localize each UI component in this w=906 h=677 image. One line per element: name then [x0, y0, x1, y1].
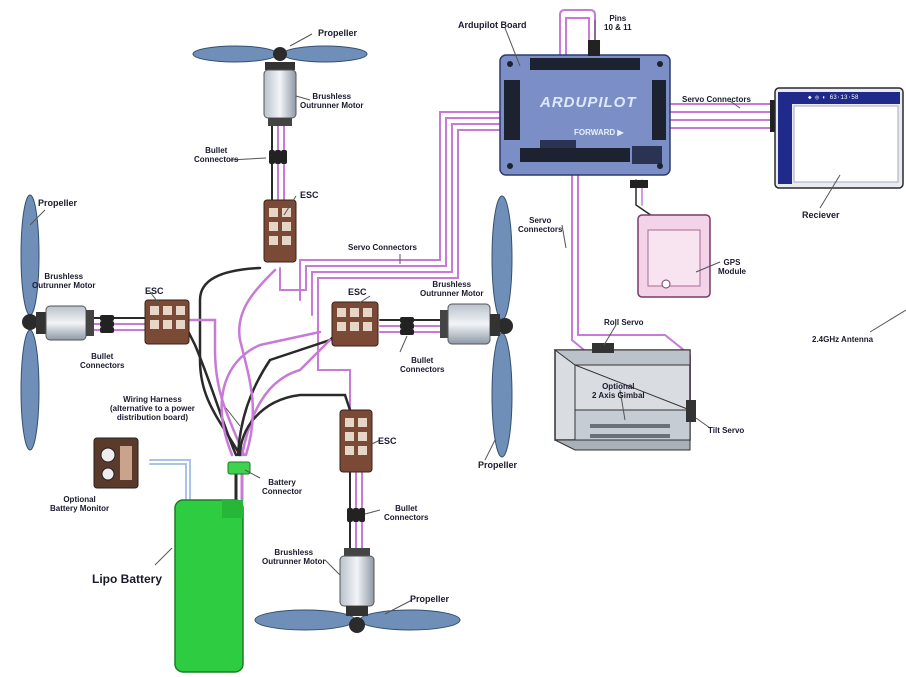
label-battery-monitor: Optional Battery Monitor: [50, 495, 110, 513]
label-bullet-bottom: Bullet Connectors: [384, 504, 429, 522]
tilt-servo: [686, 400, 696, 422]
label-propeller-top: Propeller: [318, 28, 358, 38]
label-pins: Pins 10 & 11: [604, 14, 632, 32]
battery-connector: [227, 461, 251, 475]
receiver: [774, 87, 904, 189]
roll-servo: [592, 343, 614, 353]
esc-bottom: [339, 409, 373, 473]
label-bullet-left: Bullet Connectors: [80, 352, 125, 370]
motor-left: [36, 305, 94, 341]
label-motor-left: Brushless Outrunner Motor: [32, 272, 96, 290]
label-bullet-right: Bullet Connectors: [400, 356, 445, 374]
label-ardupilot-board: Ardupilot Board: [458, 20, 527, 30]
label-propeller-bottom: Propeller: [410, 594, 450, 604]
gimbal: [553, 349, 691, 451]
esc-top: [263, 199, 297, 263]
bullet-connectors-top: [269, 150, 287, 164]
label-motor-right: Brushless Outrunner Motor: [420, 280, 484, 298]
ardupilot-board: [499, 54, 671, 176]
label-receiver: Reciever: [802, 210, 840, 220]
label-motor-bottom: Brushless Outrunner Motor: [262, 548, 326, 566]
label-esc-left: ESC: [145, 286, 164, 296]
label-tilt-servo: Tilt Servo: [708, 426, 745, 435]
label-roll-servo: Roll Servo: [604, 318, 644, 327]
label-antenna: 2.4GHz Antenna: [812, 335, 874, 344]
label-propeller-right: Propeller: [478, 460, 518, 470]
wires: [87, 9, 776, 551]
label-bullet-top: Bullet Connectors: [194, 146, 239, 164]
motor-top: [263, 62, 297, 126]
propeller-right: [491, 195, 513, 458]
motor-bottom: [339, 548, 375, 616]
label-gimbal: Optional 2 Axis Gimbal: [592, 382, 645, 400]
label-battery-connector: Battery Connector: [262, 478, 302, 496]
esc-left: [144, 299, 190, 345]
label-esc-top: ESC: [300, 190, 319, 200]
label-servo-connectors-mid: Servo Connectors: [348, 243, 417, 252]
propeller-bottom: [254, 609, 461, 633]
label-wiring-harness: Wiring Harness (alternative to a power d…: [110, 395, 195, 422]
pins-connector: [588, 40, 600, 56]
bullet-connectors-right: [400, 317, 414, 335]
label-esc-bottom: ESC: [378, 436, 397, 446]
board-forward-label: FORWARD ▶: [574, 128, 624, 137]
label-propeller-left: Propeller: [38, 198, 78, 208]
label-esc-right: ESC: [348, 287, 367, 297]
receiver-status-text: ◆ ◎ ◐ 63·13·58: [808, 94, 859, 101]
board-logo: ARDUPILOT: [540, 94, 637, 111]
label-servo-connectors-rx: Servo Connectors: [682, 95, 751, 104]
label-motor-top: Brushless Outrunner Motor: [300, 92, 364, 110]
lipo-battery: [174, 499, 244, 673]
motor-right: [440, 303, 500, 345]
battery-monitor: [93, 437, 139, 489]
leader-lines: [29, 20, 906, 615]
label-gps-module: GPS Module: [718, 258, 746, 276]
propeller-left: [20, 194, 40, 451]
gps-module: [637, 214, 711, 298]
propeller-top: [192, 45, 368, 63]
gps-connector: [630, 180, 648, 188]
label-lipo-battery: Lipo Battery: [92, 572, 163, 586]
bullet-connectors-left: [100, 315, 114, 333]
label-servo-connectors-board: Servo Connectors: [518, 216, 563, 234]
esc-right: [331, 301, 379, 347]
bullet-connectors-bottom: [347, 508, 365, 522]
